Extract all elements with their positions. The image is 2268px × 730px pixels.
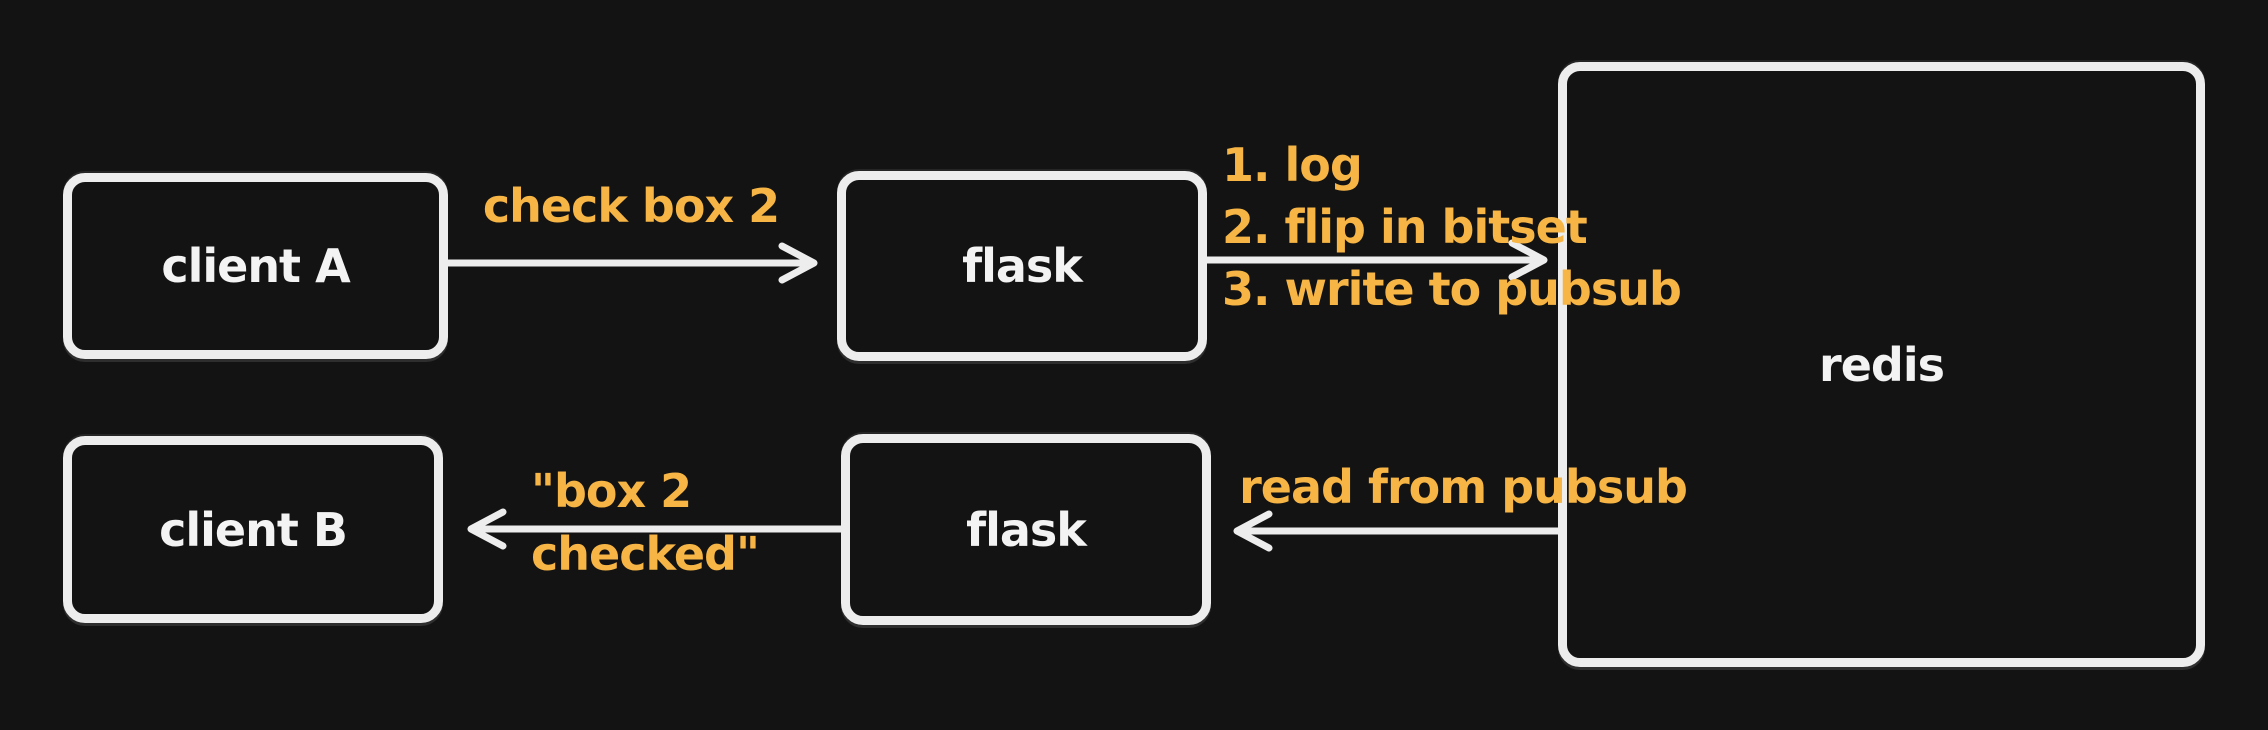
- client-a-node: client A: [63, 173, 448, 359]
- edge-label-step-1: 1. log: [1222, 138, 1363, 192]
- edge-label-box-2-line-1: "box 2: [531, 464, 692, 518]
- flask-bottom-node: flask: [841, 434, 1211, 625]
- edge-label-check-box-2: check box 2: [482, 179, 780, 233]
- edge-label-box-2-checked: "box 2 checked": [531, 460, 760, 586]
- client-a-label: client A: [161, 239, 350, 293]
- arrow-client-a-to-flask: [444, 242, 818, 284]
- edge-label-step-2: 2. flip in bitset: [1222, 200, 1588, 254]
- flask-top-label: flask: [962, 239, 1083, 293]
- edge-label-step-3: 3. write to pubsub: [1222, 262, 1682, 316]
- flask-top-node: flask: [837, 171, 1207, 361]
- redis-node: redis: [1558, 62, 2205, 667]
- redis-label: redis: [1819, 337, 1945, 392]
- edge-label-box-2-line-2: checked": [531, 527, 760, 581]
- arrow-flask-to-redis: [1203, 239, 1548, 281]
- edge-label-read-from-pubsub: read from pubsub: [1239, 460, 1688, 514]
- edge-label-steps: 1. log 2. flip in bitset 3. write to pub…: [1222, 134, 1682, 320]
- flask-bottom-label: flask: [966, 502, 1087, 557]
- client-b-label: client B: [159, 502, 348, 557]
- client-b-node: client B: [63, 436, 443, 623]
- arrow-redis-to-flask: [1233, 510, 1562, 552]
- arrow-flask-to-client-b: [467, 508, 845, 550]
